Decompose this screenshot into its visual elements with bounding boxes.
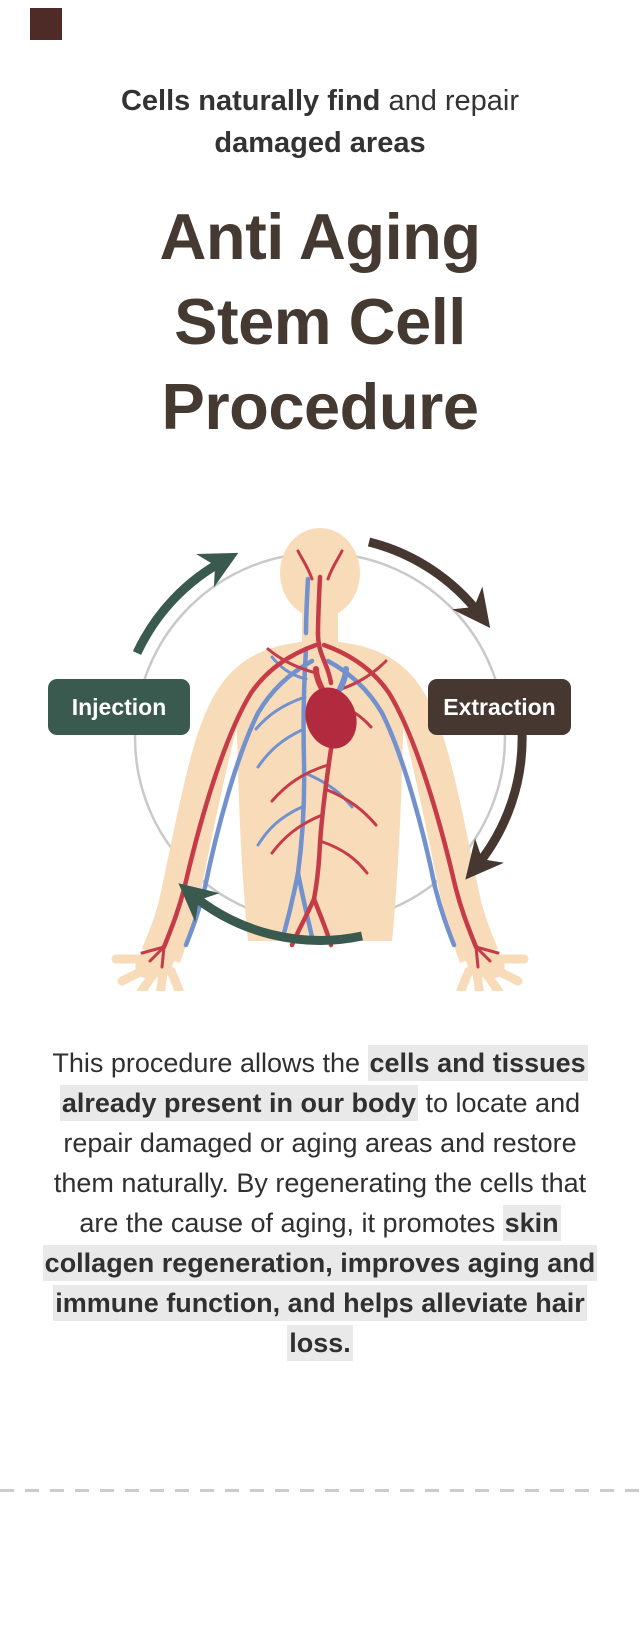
cycle-arrow-extraction-top — [367, 537, 491, 629]
cycle-arrow-extraction-down — [465, 730, 527, 880]
cycle-arrow-injection-bottom — [178, 883, 363, 945]
text-segment: and repair — [380, 85, 520, 117]
cycle-diagram-svg — [111, 528, 529, 991]
arm-right — [388, 665, 498, 963]
text-segment: to locate and repair damaged or aging ar… — [53, 1088, 587, 1238]
dashed-divider — [0, 1489, 640, 1492]
cycle-arrow-injection-up — [132, 552, 239, 655]
extraction-badge: Extraction — [428, 679, 571, 735]
subtitle: Cells naturally find and repair damaged a… — [0, 0, 640, 164]
description-paragraph: This procedure allows the cells and tiss… — [0, 1043, 640, 1363]
text-line: Procedure — [161, 370, 479, 443]
head — [280, 528, 360, 618]
text-line: Stem Cell — [174, 285, 466, 358]
heart-icon — [305, 666, 357, 749]
human-figure — [111, 528, 529, 991]
arm-left — [142, 665, 252, 963]
cycle-arrows — [132, 537, 527, 945]
text-line: Anti Aging — [159, 200, 481, 273]
procedure-cycle-diagram: Injection Extraction — [0, 521, 640, 991]
accent-square — [30, 8, 62, 40]
injection-badge-label: Injection — [71, 693, 167, 720]
text-segment: damaged areas — [214, 127, 426, 159]
extraction-badge-label: Extraction — [443, 693, 556, 720]
text-segment: This procedure allows the — [52, 1048, 368, 1078]
injection-badge: Injection — [48, 679, 190, 735]
text-segment: Cells naturally find — [120, 85, 381, 117]
